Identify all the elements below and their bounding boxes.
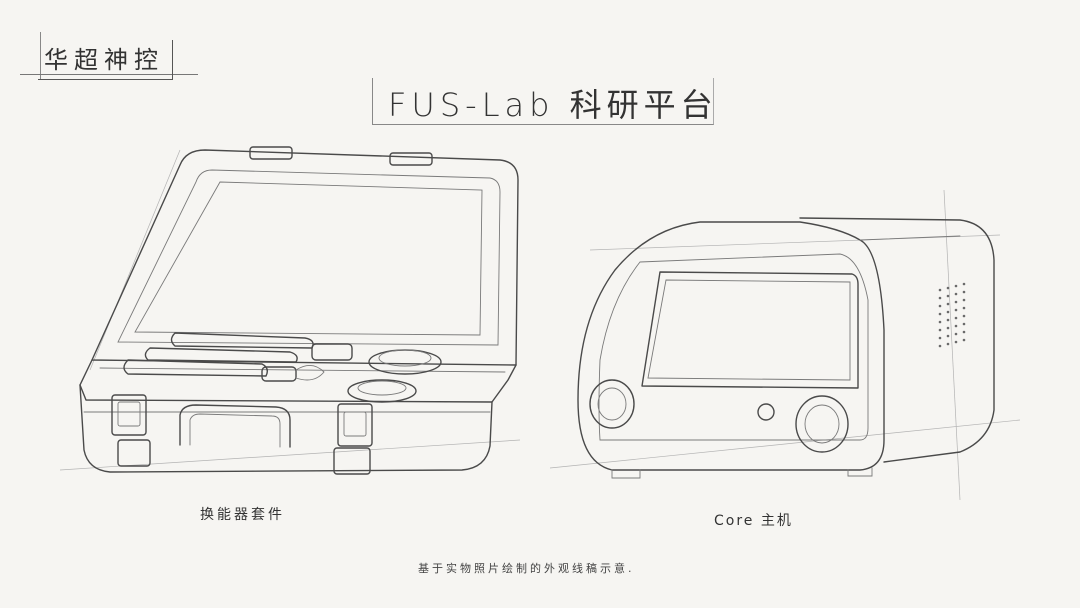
brand-frame-line (20, 74, 198, 75)
vent-grille (938, 282, 966, 348)
core-caption: Core 主机 (714, 513, 793, 529)
brand-name: 华超神控 (38, 40, 173, 80)
title-frame (372, 78, 714, 125)
brand-frame-line (40, 32, 41, 80)
transducer-kit-case-sketch (59, 146, 521, 475)
core-host-device-sketch (549, 189, 1021, 501)
page-title: FUS-Lab 科研平台 (388, 86, 718, 124)
kit-caption: 换能器套件 (200, 507, 285, 523)
footer-note: 基于实物照片绘制的外观线稿示意. (418, 562, 635, 575)
